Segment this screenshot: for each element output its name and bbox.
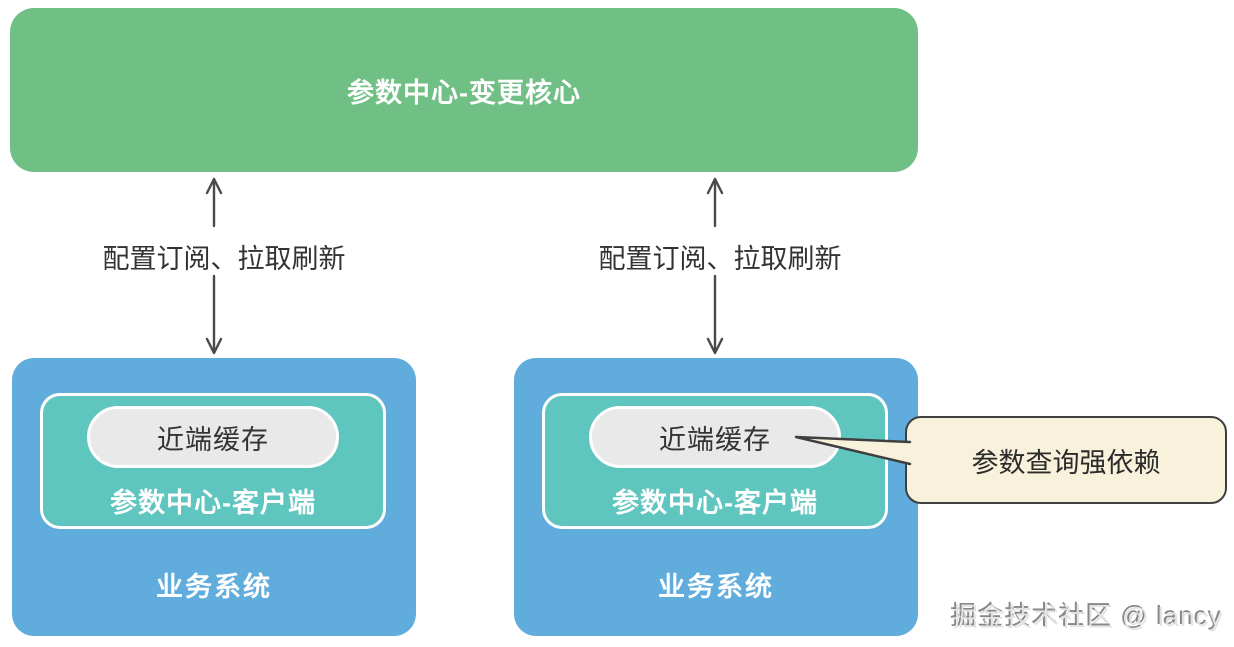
cache-label: 近端缓存 bbox=[157, 424, 269, 455]
core-box: 参数中心-变更核心 bbox=[10, 8, 918, 172]
client-title: 参数中心-客户端 bbox=[612, 488, 818, 518]
client-box: 近端缓存 参数中心-客户端 bbox=[40, 393, 386, 529]
client-title: 参数中心-客户端 bbox=[110, 488, 316, 518]
bidirectional-arrow-left bbox=[205, 177, 223, 355]
link-label-right: 配置订阅、拉取刷新 bbox=[598, 244, 842, 274]
cache-label: 近端缓存 bbox=[659, 424, 771, 455]
watermark: 掘金技术社区 @ lancy bbox=[952, 602, 1224, 632]
system-box-left: 近端缓存 参数中心-客户端 业务系统 bbox=[12, 358, 416, 636]
link-label-left: 配置订阅、拉取刷新 bbox=[102, 244, 346, 274]
callout-bubble: 参数查询强依赖 bbox=[905, 416, 1227, 504]
system-box-right: 近端缓存 参数中心-客户端 业务系统 bbox=[514, 358, 918, 636]
bidirectional-arrow-right bbox=[706, 177, 724, 355]
client-box: 近端缓存 参数中心-客户端 bbox=[542, 393, 888, 529]
system-title: 业务系统 bbox=[156, 572, 272, 602]
callout-tail-icon bbox=[794, 435, 912, 466]
cache-pill: 近端缓存 bbox=[87, 406, 339, 468]
callout-label: 参数查询强依赖 bbox=[971, 447, 1161, 478]
system-title: 业务系统 bbox=[658, 572, 774, 602]
core-box-title: 参数中心-变更核心 bbox=[347, 77, 581, 108]
